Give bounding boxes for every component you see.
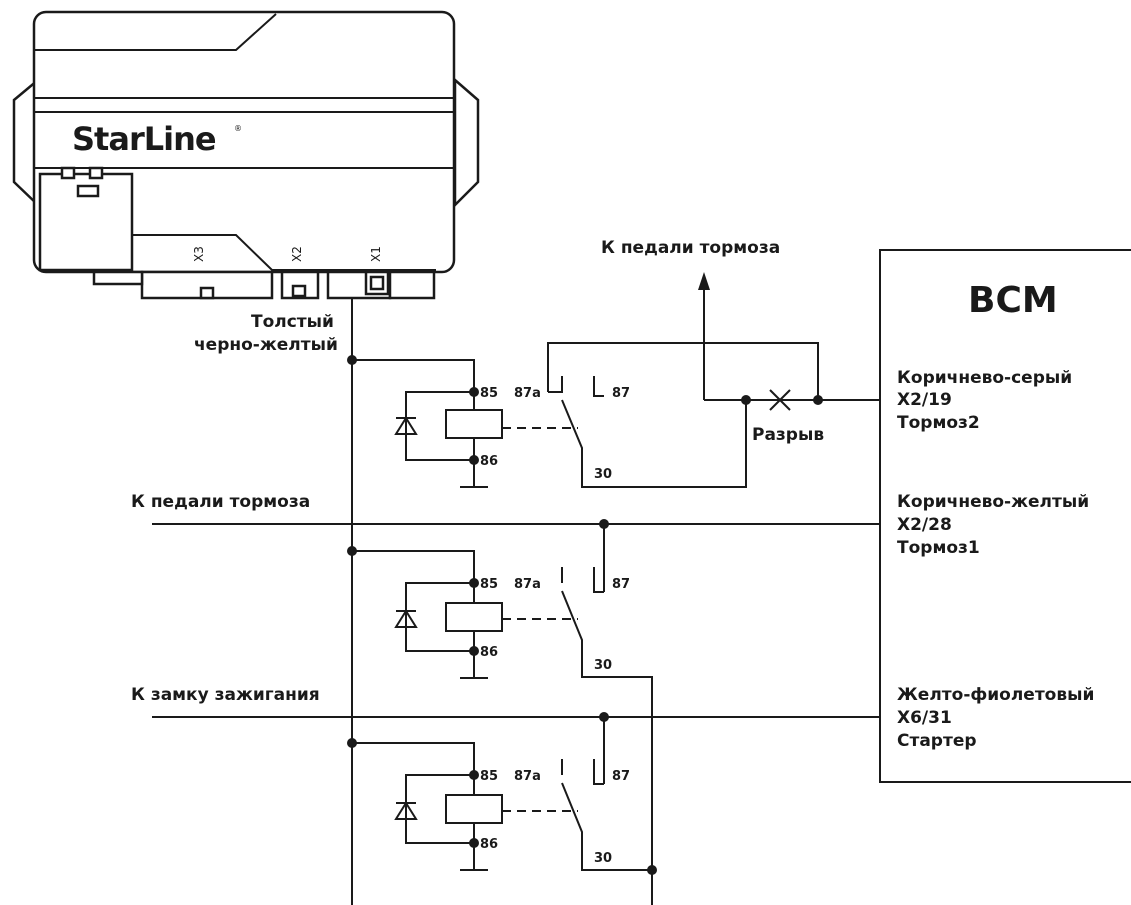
relay3-pin-86: 86 xyxy=(480,837,498,852)
relay-3: 85 86 87a 87 30 xyxy=(347,738,630,871)
relay1-pin-86: 86 xyxy=(480,454,498,469)
label-brake-pedal-left: К педали тормоза xyxy=(131,492,310,512)
relay1-pin-30: 30 xyxy=(594,467,612,482)
connector-x3-label: X3 xyxy=(192,246,206,262)
connector-x2-label: X2 xyxy=(290,246,304,262)
relay1-pin-87a: 87a xyxy=(514,386,541,401)
relay2-pin-86: 86 xyxy=(480,645,498,660)
relay2-pin-87a: 87a xyxy=(514,577,541,592)
relay2-pin-87: 87 xyxy=(612,577,630,592)
bcm-pin2-color: Коричнево-желтый xyxy=(897,492,1089,512)
label-ignition-lock: К замку зажигания xyxy=(131,685,320,705)
relay-2: 85 86 87a 87 30 xyxy=(347,546,630,679)
bcm-block: BCM Коричнево-серый X2/19 Тормоз2 Коричн… xyxy=(879,249,1131,783)
relay-1: 85 86 87a 87 30 xyxy=(347,355,630,488)
brand-logo: StarLine xyxy=(72,120,216,158)
bcm-pin1-name: Тормоз2 xyxy=(897,413,980,433)
relay2-pin-85: 85 xyxy=(480,577,498,592)
starline-unit: StarLine ® X3 X2 X1 xyxy=(12,10,480,300)
bcm-pin1-color: Коричнево-серый xyxy=(897,368,1072,388)
label-break-point: Разрыв xyxy=(752,425,824,445)
wire-label-line1: Толстый xyxy=(251,312,334,332)
relay3-pin-87: 87 xyxy=(612,769,630,784)
registered-mark: ® xyxy=(234,124,242,133)
bcm-pin3-id: X6/31 xyxy=(897,708,952,728)
bcm-pin2-id: X2/28 xyxy=(897,515,952,535)
connector-x1-label: X1 xyxy=(369,246,383,262)
relay3-pin-85: 85 xyxy=(480,769,498,784)
relay1-pin-87: 87 xyxy=(612,386,630,401)
label-brake-pedal-top: К педали тормоза xyxy=(601,238,780,258)
bcm-pin3-name: Стартер xyxy=(897,731,977,751)
relay2-pin-30: 30 xyxy=(594,658,612,673)
bcm-pin2-name: Тормоз1 xyxy=(897,538,980,558)
relay1-pin-85: 85 xyxy=(480,386,498,401)
bcm-pin1-id: X2/19 xyxy=(897,390,952,410)
relay3-pin-30: 30 xyxy=(594,851,612,866)
wire-label-line2: черно-желтый xyxy=(194,335,338,355)
bcm-pin3-color: Желто-фиолетовый xyxy=(897,685,1094,705)
relay3-pin-87a: 87a xyxy=(514,769,541,784)
bcm-title: BCM xyxy=(968,280,1058,321)
